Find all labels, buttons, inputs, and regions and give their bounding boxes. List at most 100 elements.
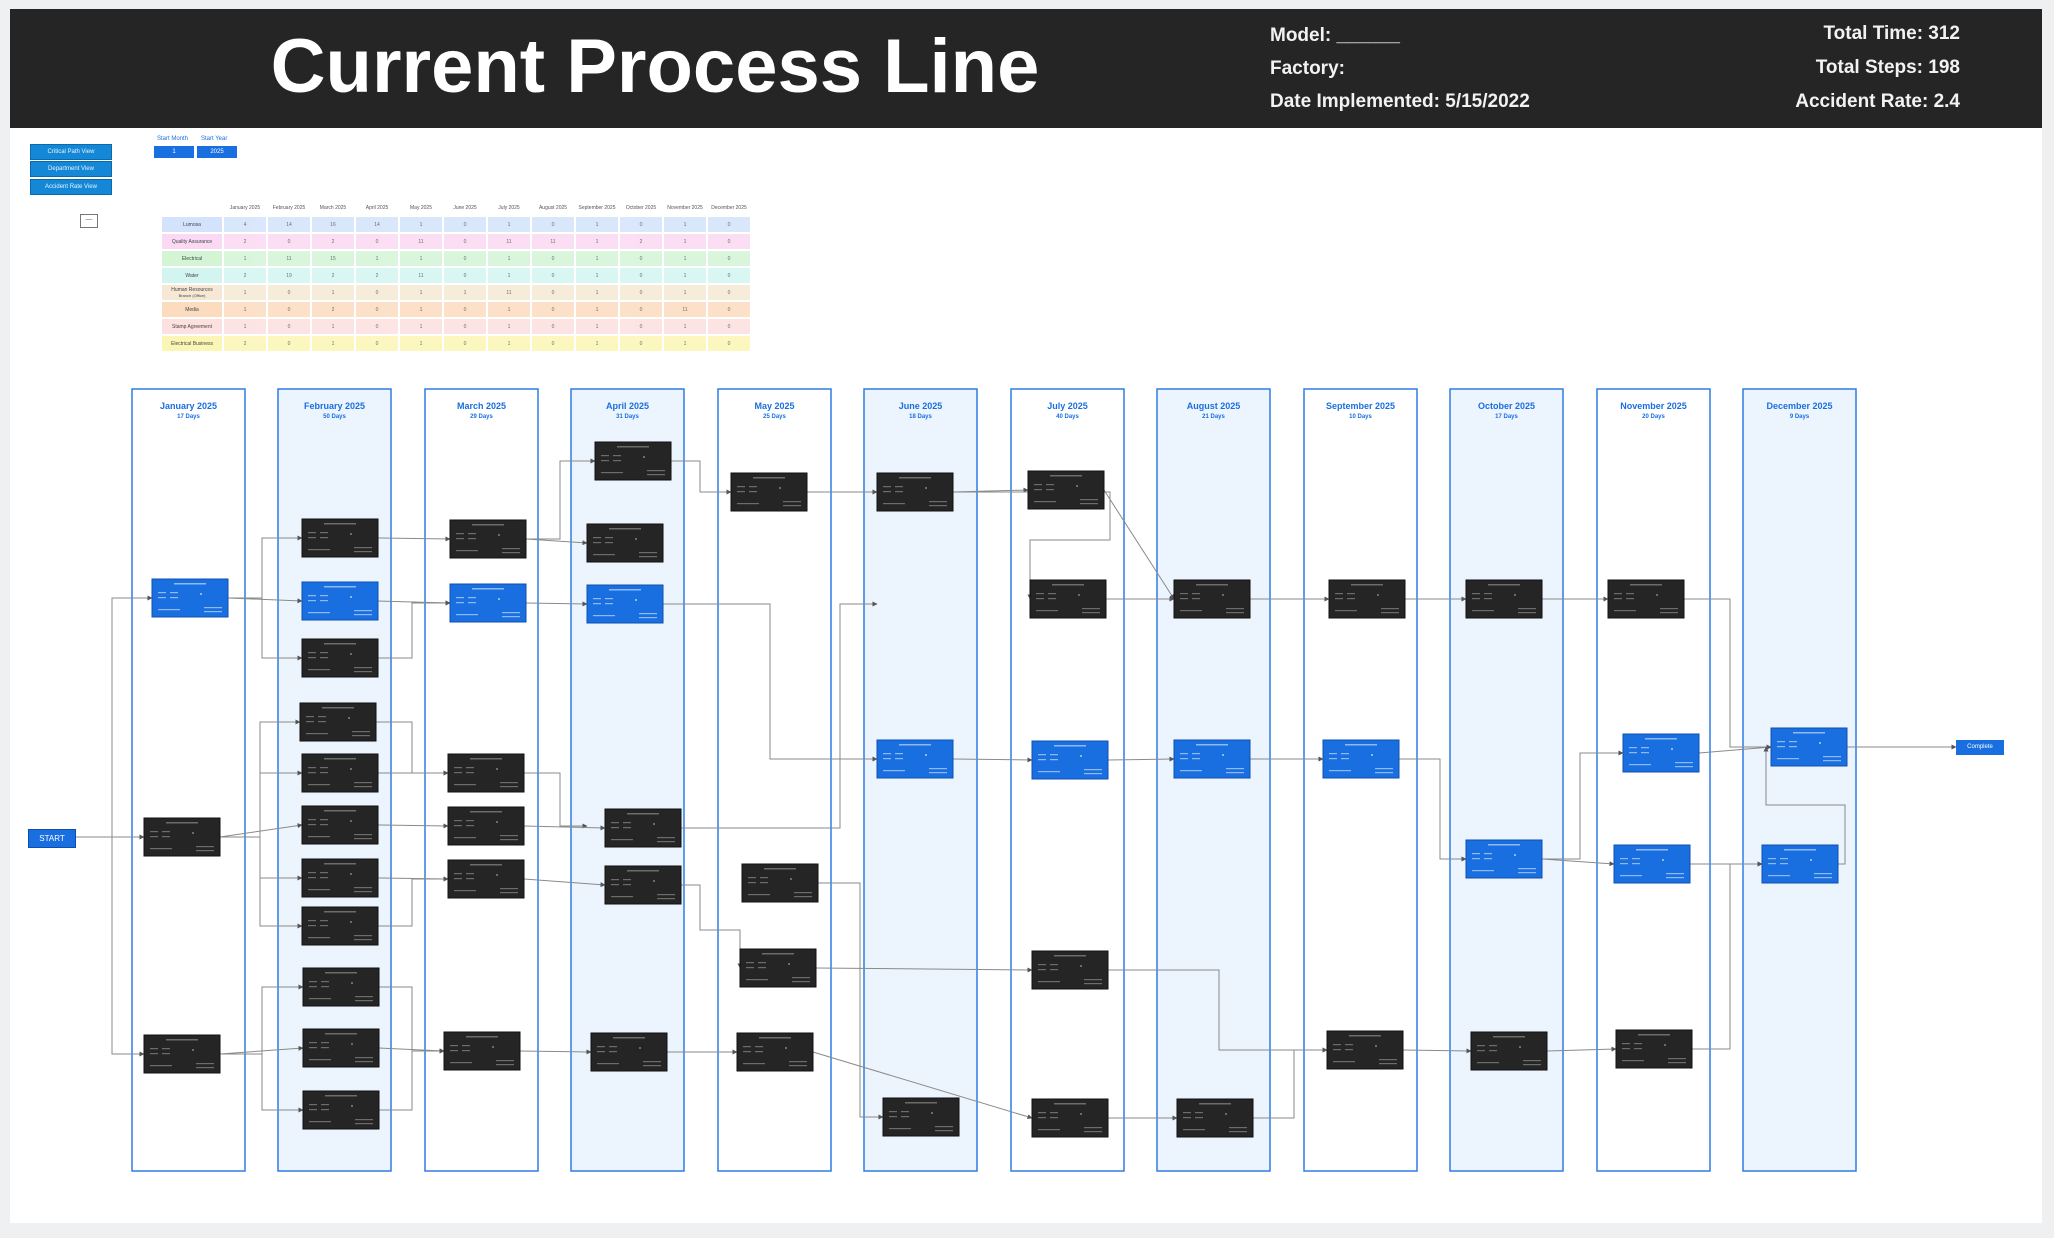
summary-cell: 1: [400, 285, 442, 300]
process-step[interactable]: [447, 806, 525, 846]
summary-cell: 1: [664, 319, 706, 334]
summary-cell: 1: [664, 217, 706, 232]
summary-cell: 0: [532, 319, 574, 334]
process-step[interactable]: [1613, 844, 1691, 884]
summary-cell: 0: [620, 217, 662, 232]
summary-cell: 1: [356, 251, 398, 266]
process-step[interactable]: [590, 1032, 668, 1072]
summary-cell: 2: [312, 268, 354, 283]
start-month-field[interactable]: 1: [154, 146, 194, 158]
summary-cell: 11: [488, 285, 530, 300]
process-step[interactable]: [1027, 470, 1105, 510]
process-step[interactable]: [876, 472, 954, 512]
month-days: 40 Days: [1056, 414, 1079, 420]
flow-connector: [681, 884, 743, 969]
process-step[interactable]: [151, 578, 229, 618]
process-step[interactable]: [1176, 1098, 1254, 1138]
process-step[interactable]: [736, 1032, 814, 1072]
process-step[interactable]: [302, 1090, 380, 1130]
process-step[interactable]: [876, 739, 954, 779]
process-step[interactable]: [604, 808, 682, 848]
flow-connector: [1692, 861, 1763, 1050]
process-step[interactable]: [301, 906, 379, 946]
process-step[interactable]: [1031, 1098, 1109, 1138]
process-step[interactable]: [1031, 740, 1109, 780]
process-step[interactable]: [1607, 579, 1685, 619]
process-step[interactable]: [447, 753, 525, 793]
flow-connector: [377, 536, 451, 542]
department-view-button[interactable]: Department View: [30, 161, 112, 177]
summary-cell: 0: [268, 336, 310, 351]
total-time: Total Time: 312: [1823, 23, 1960, 44]
summary-cell: 0: [620, 336, 662, 351]
process-step[interactable]: [741, 863, 819, 903]
process-step[interactable]: [604, 865, 682, 905]
process-step[interactable]: [302, 1028, 380, 1068]
start-node[interactable]: START: [28, 829, 76, 848]
process-step[interactable]: [594, 441, 672, 481]
summary-cell: 0: [532, 251, 574, 266]
summary-cell: 0: [620, 319, 662, 334]
critical-path-view-button[interactable]: Critical Path View: [30, 144, 112, 160]
summary-row-label: Stamp Agreement: [162, 319, 222, 334]
process-step[interactable]: [1470, 1031, 1548, 1071]
collapse-table-button[interactable]: —: [80, 214, 98, 228]
process-step[interactable]: [1622, 733, 1700, 773]
process-step[interactable]: [301, 581, 379, 621]
process-step[interactable]: [443, 1031, 521, 1071]
month-days: 10 Days: [1349, 414, 1372, 420]
summary-cell: 1: [576, 268, 618, 283]
process-step[interactable]: [586, 584, 664, 624]
summary-cell: 1: [444, 285, 486, 300]
month-days: 25 Days: [763, 414, 786, 420]
process-step[interactable]: [586, 523, 664, 563]
process-step[interactable]: [730, 472, 808, 512]
process-step[interactable]: [301, 753, 379, 793]
summary-cell: 1: [312, 336, 354, 351]
flow-connector: [111, 595, 153, 837]
process-step[interactable]: [449, 583, 527, 623]
process-step[interactable]: [143, 817, 221, 857]
process-step[interactable]: [1173, 739, 1251, 779]
process-step[interactable]: [301, 638, 379, 678]
process-step[interactable]: [1322, 739, 1400, 779]
process-step[interactable]: [1173, 579, 1251, 619]
process-step[interactable]: [449, 519, 527, 559]
summary-cell: 1: [488, 217, 530, 232]
flow-connector: [219, 823, 303, 838]
flow-connector: [952, 757, 1033, 763]
process-step[interactable]: [1761, 844, 1839, 884]
process-step[interactable]: [1328, 579, 1406, 619]
process-step[interactable]: [447, 859, 525, 899]
summary-cell: 11: [400, 268, 442, 283]
start-year-field[interactable]: 2025: [197, 146, 237, 158]
process-step[interactable]: [301, 518, 379, 558]
process-step[interactable]: [1326, 1030, 1404, 1070]
process-step[interactable]: [1465, 839, 1543, 879]
month-title: August 2025: [1187, 401, 1241, 411]
process-step[interactable]: [1029, 579, 1107, 619]
process-step[interactable]: [301, 858, 379, 898]
summary-column-header: October 2025: [625, 205, 657, 211]
process-step[interactable]: [301, 805, 379, 845]
flow-connector: [220, 1053, 304, 1113]
summary-row-name: Media: [185, 306, 199, 313]
process-step[interactable]: [299, 702, 377, 742]
process-step[interactable]: [739, 948, 817, 988]
process-step[interactable]: [1615, 1029, 1693, 1069]
process-step[interactable]: [1770, 727, 1848, 767]
process-step[interactable]: [1031, 950, 1109, 990]
month-title: October 2025: [1478, 401, 1535, 411]
process-step[interactable]: [302, 967, 380, 1007]
process-step[interactable]: [882, 1097, 960, 1137]
summary-cell: 0: [532, 336, 574, 351]
accident-rate-view-button[interactable]: Accident Rate View: [30, 179, 112, 195]
process-step[interactable]: [1465, 579, 1543, 619]
process-step[interactable]: [143, 1034, 221, 1074]
month-title: February 2025: [304, 401, 365, 411]
complete-node[interactable]: Complete: [1956, 740, 2004, 755]
